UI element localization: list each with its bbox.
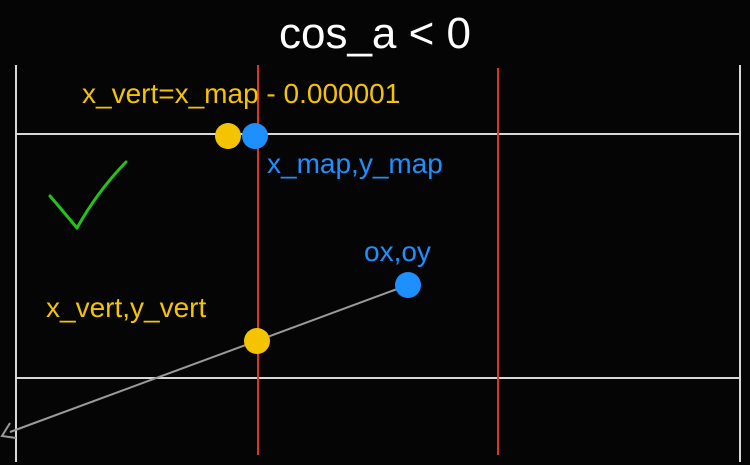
label-origin-point: ox,oy [364,236,431,267]
arrowhead-icon [0,422,17,439]
point-origin [395,272,421,298]
label-map-point: x_map,y_map [267,148,443,179]
point-vert [244,328,270,354]
page-title: cos_a < 0 [278,9,472,58]
ray-line [9,284,409,433]
checkmark-icon [48,160,128,230]
label-vert-offset: x_vert=x_map - 0.000001 [82,78,401,109]
point-vert-top [215,123,241,149]
point-map [242,123,268,149]
label-vert-point: x_vert,y_vert [46,292,207,323]
